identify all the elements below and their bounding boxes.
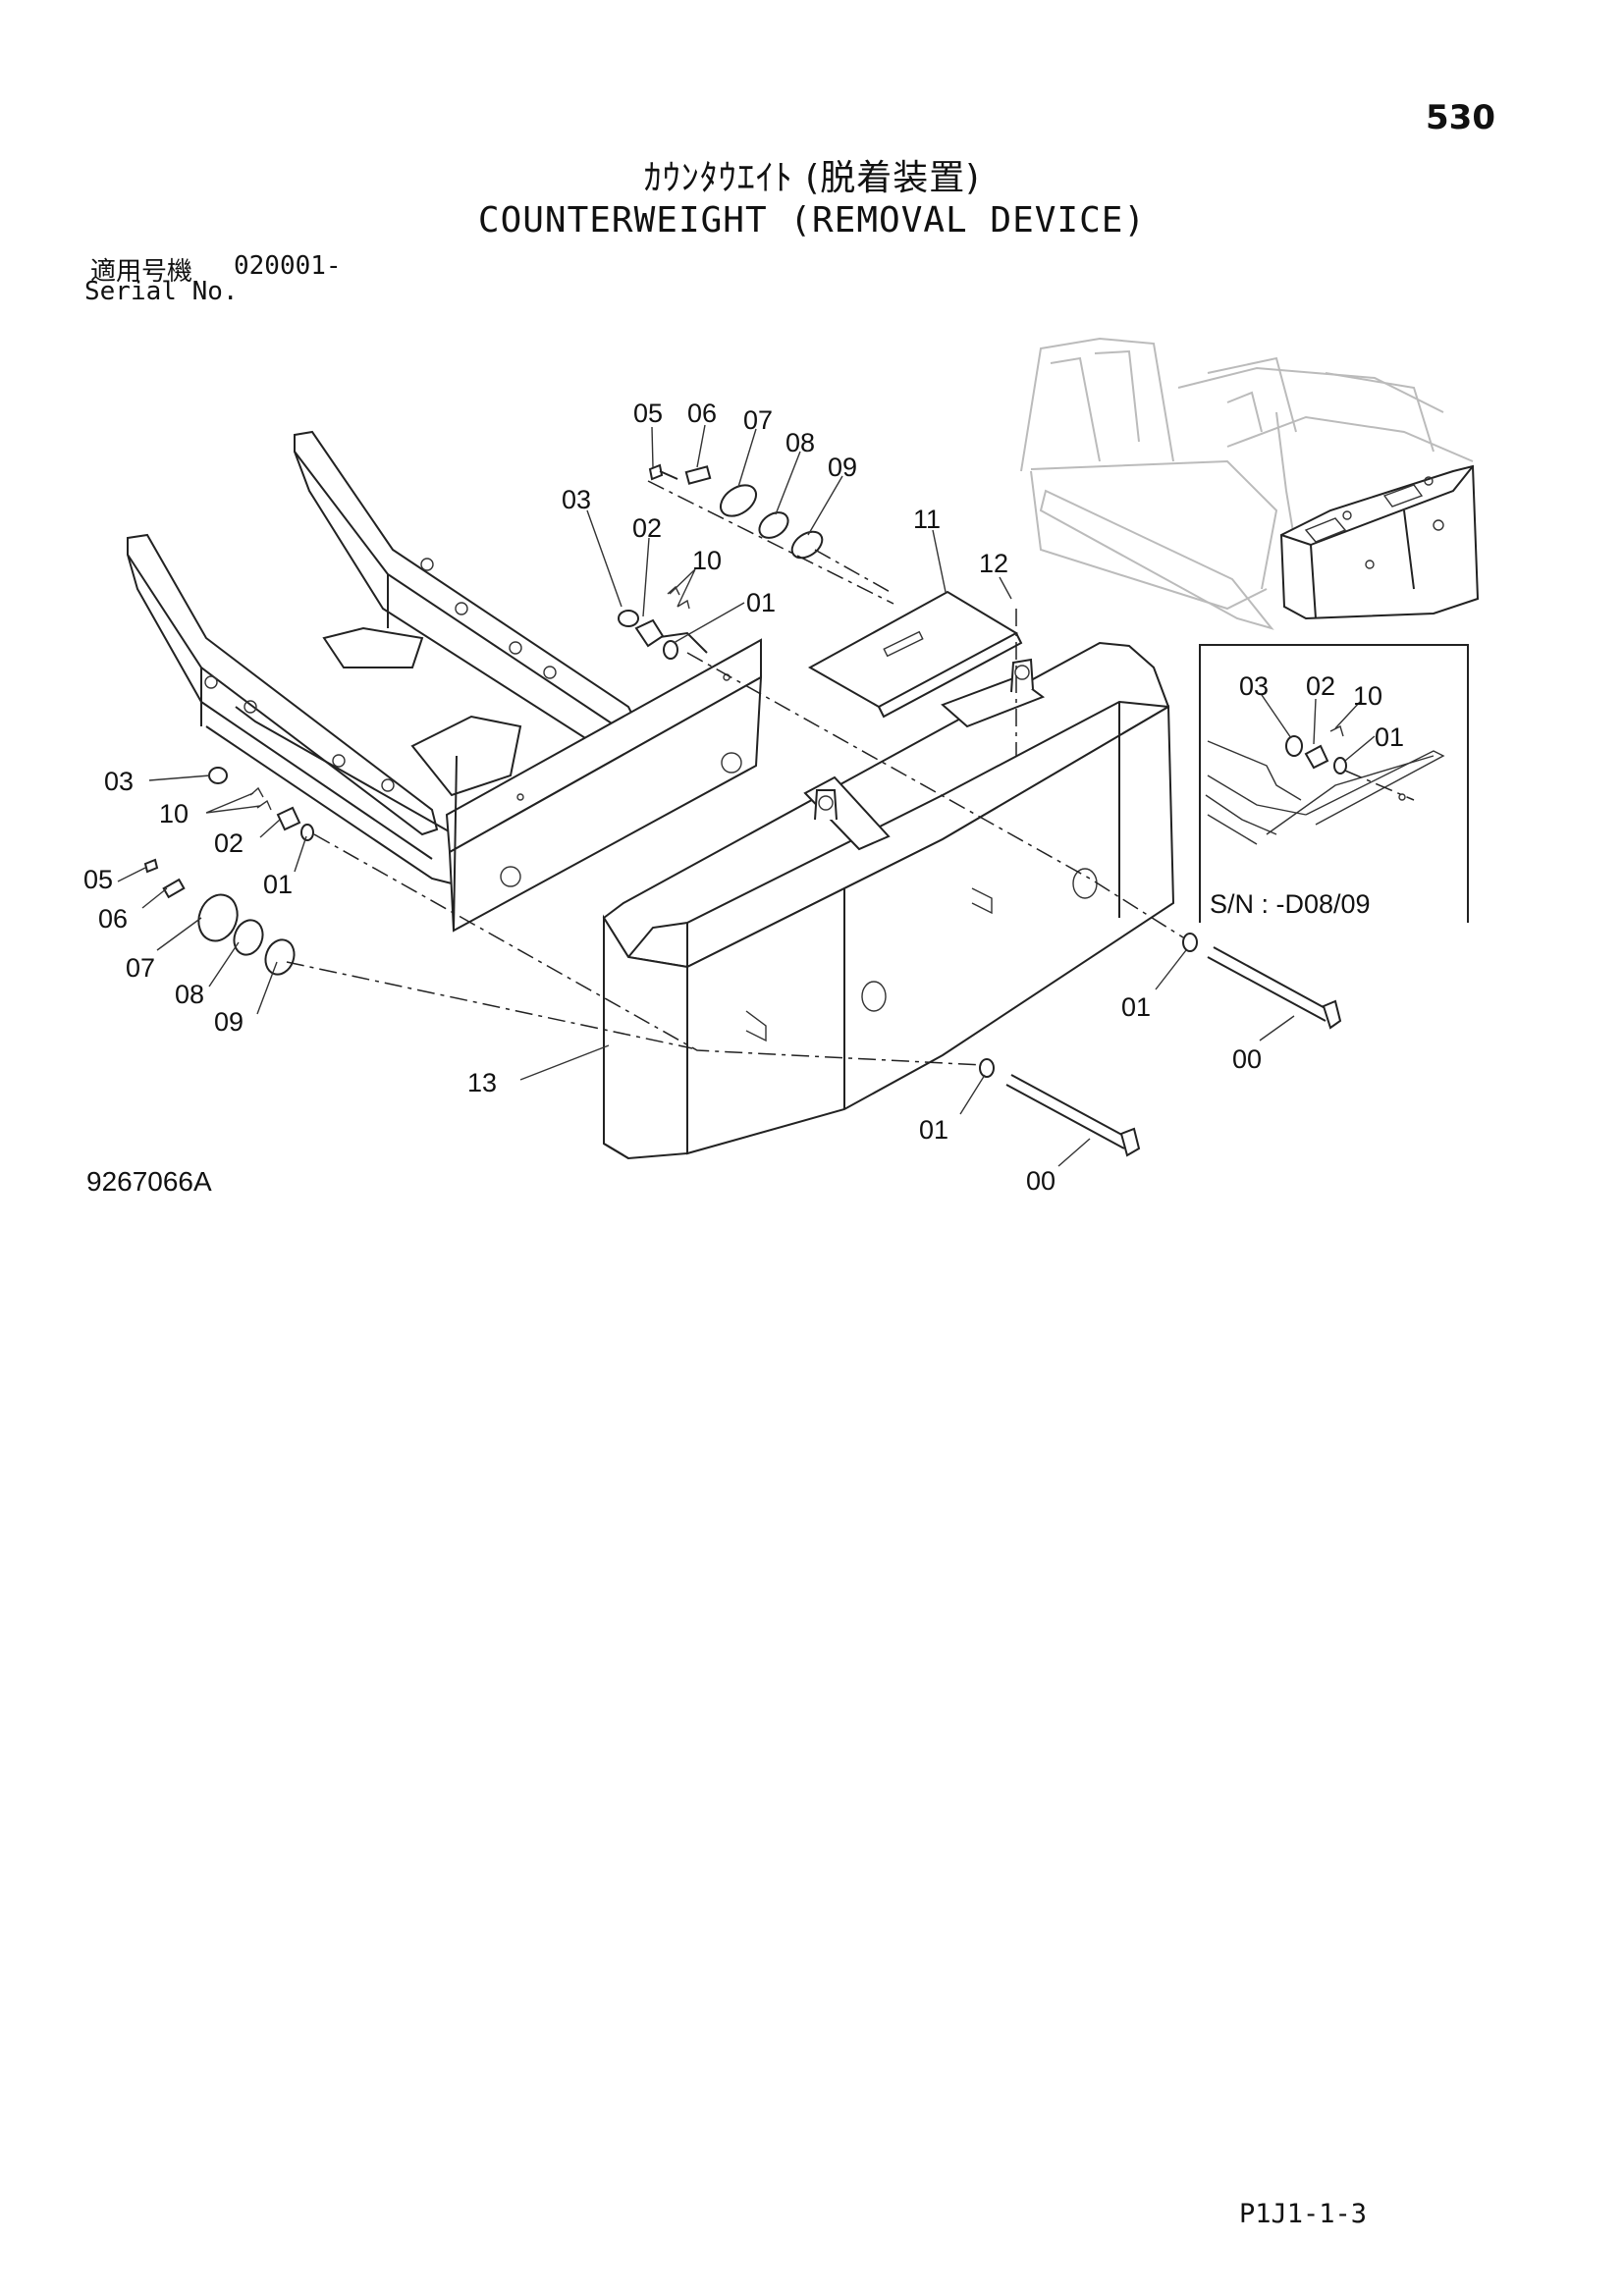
bolt-00-lower: [1005, 1074, 1141, 1157]
label-01: 01: [746, 588, 776, 617]
label-02: 02: [214, 828, 244, 858]
inset-detail: 03 02 10 01 S/N : -D08/09: [1199, 644, 1469, 923]
label-07: 07: [126, 953, 155, 983]
label-01: 01: [919, 1115, 948, 1145]
label-00: 00: [1026, 1166, 1056, 1196]
part-labels: 05 06 07 08 09 03 02 10 01 11 12 03 10 0…: [83, 399, 1262, 1196]
label-09: 09: [828, 453, 857, 482]
inset-label-10: 10: [1353, 681, 1382, 711]
hardware-cluster-left: [143, 767, 314, 976]
label-03: 03: [562, 485, 591, 514]
washer-01-lower: [979, 1058, 995, 1078]
label-01: 01: [263, 870, 293, 899]
upper-frame: [127, 430, 763, 933]
label-00: 00: [1232, 1044, 1262, 1074]
page-code: P1J1-1-3: [1239, 2199, 1368, 2229]
serial-label-english: Serial No.: [84, 277, 239, 306]
serial-label-japanese: 適用号機: [90, 257, 193, 287]
label-06: 06: [98, 904, 128, 934]
label-08: 08: [175, 980, 204, 1009]
label-05: 05: [83, 865, 113, 894]
counterweight-overview-sketch: [1279, 464, 1480, 620]
label-11: 11: [913, 505, 941, 534]
label-05: 05: [633, 399, 663, 428]
title-english: COUNTERWEIGHT (REMOVAL DEVICE): [477, 200, 1147, 240]
label-13: 13: [467, 1068, 497, 1097]
washer-01-right: [1182, 933, 1198, 952]
title-japanese: ｶｳﾝﾀｳｴｲﾄ (脱着装置): [643, 158, 981, 198]
machine-overview-sketch: [1020, 337, 1474, 630]
assembly-centre-lines: [286, 480, 1184, 1066]
leader-lines: [117, 424, 1295, 1167]
serial-number-value: 020001-: [234, 251, 342, 281]
label-01: 01: [1121, 992, 1151, 1022]
inset-label-03: 03: [1239, 671, 1269, 701]
inset-serial-note: S/N : -D08/09: [1210, 889, 1371, 919]
label-09: 09: [214, 1007, 244, 1037]
label-10: 10: [692, 546, 722, 575]
label-10: 10: [159, 799, 189, 828]
page-number: 530: [1426, 98, 1495, 137]
bolt-00-right: [1207, 946, 1342, 1030]
label-08: 08: [785, 428, 815, 457]
counterweight-13: [602, 641, 1175, 1160]
inset-label-02: 02: [1306, 671, 1335, 701]
drawing-number: 9267066A: [86, 1166, 212, 1197]
label-07: 07: [743, 405, 773, 435]
label-12: 12: [979, 549, 1008, 578]
inset-label-01: 01: [1375, 722, 1404, 752]
label-02: 02: [632, 513, 662, 543]
label-06: 06: [687, 399, 717, 428]
hardware-cluster-upper: [618, 463, 824, 660]
label-03: 03: [104, 767, 134, 796]
